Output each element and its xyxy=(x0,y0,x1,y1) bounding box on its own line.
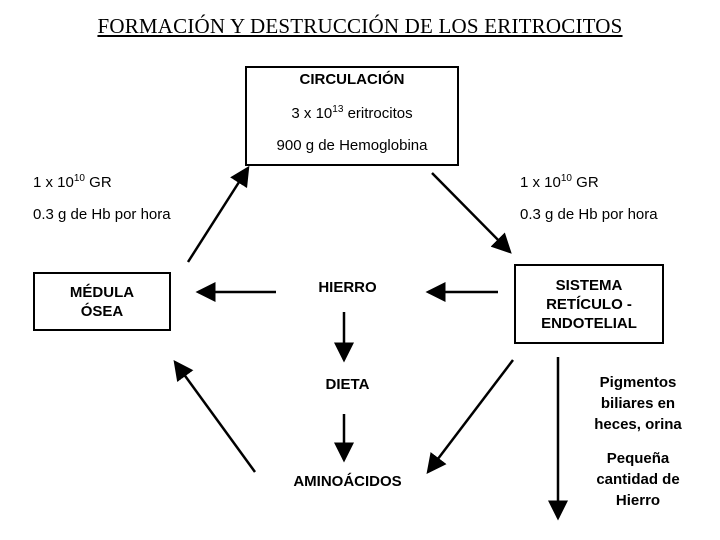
medula-line1: MÉDULA xyxy=(69,283,135,301)
aminoacidos-label: AMINOÁCIDOS xyxy=(293,473,402,490)
sistema-line1: SISTEMA xyxy=(555,276,623,294)
diagram-title: FORMACIÓN Y DESTRUCCIÓN DE LOS ERITROCIT… xyxy=(97,14,623,38)
sistema-line2: RETÍCULO - xyxy=(546,295,632,313)
circulacion-heading: CIRCULACIÓN xyxy=(299,71,405,88)
right-hb-rate: 0.3 g de Hb por hora xyxy=(520,206,658,223)
hierro-label: HIERRO xyxy=(318,279,377,296)
circulacion-count: 3 x 1013 eritrocitos xyxy=(291,104,413,122)
sistema-line3: ENDOTELIAL xyxy=(541,314,637,332)
left-hb-rate: 0.3 g de Hb por hora xyxy=(33,206,171,223)
left-gr-rate: 1 x 1010 GR xyxy=(33,173,112,191)
arrow-medula-to-circulacion xyxy=(186,165,250,263)
medula-line2: ÓSEA xyxy=(80,302,124,320)
right-gr-rate: 1 x 1010 GR xyxy=(520,173,599,191)
dieta-label: DIETA xyxy=(325,376,370,393)
circulacion-hemoglobin: 900 g de Hemoglobina xyxy=(276,137,428,154)
arrow-sistema-to-aminoacidos xyxy=(426,359,514,474)
arrow-circulacion-to-sistema xyxy=(431,172,512,254)
arrow-aminoacidos-to-medula xyxy=(173,359,257,473)
circulacion-box xyxy=(245,66,459,166)
